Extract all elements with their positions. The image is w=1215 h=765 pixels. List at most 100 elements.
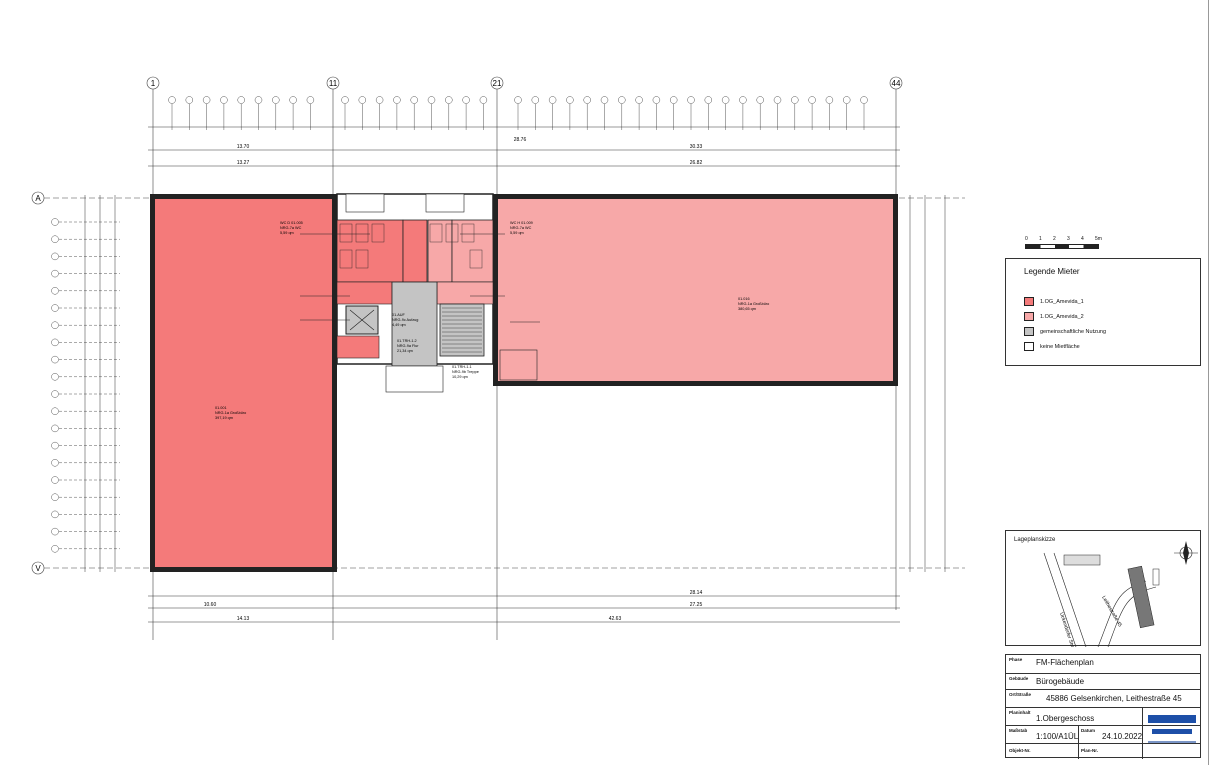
dim-bottom-total-a: 14.13 bbox=[237, 616, 250, 622]
scale-tick-3: 3 bbox=[1067, 236, 1070, 242]
tb-phase-val: FM-Flächenplan bbox=[1036, 658, 1094, 667]
site-sketch-title: Lageplanskizze bbox=[1014, 537, 1056, 543]
room-stair-id: 01.TRH-1.1 bbox=[452, 365, 472, 369]
tb-row-object: Objekt-Nr. Plan-Nr. bbox=[1006, 743, 1200, 760]
floor-plan: 1 11 21 44 A V 13.70 30.33 13.27 26.82 2… bbox=[31, 76, 965, 640]
tb-row-location: Ort/Straße 45886 Gelsenkirchen, Leithest… bbox=[1006, 689, 1200, 708]
tb-building-key: Gebäude bbox=[1009, 676, 1029, 681]
company-logo bbox=[1146, 711, 1198, 755]
dim-top-1a: 13.70 bbox=[237, 144, 250, 150]
dim-top-2b: 26.82 bbox=[690, 160, 703, 166]
room-right-area: 380,65 qm bbox=[738, 307, 756, 311]
room-corr-area: 21,34 qm bbox=[397, 349, 413, 353]
tb-row-phase: Phase FM-Flächenplan bbox=[1006, 655, 1200, 669]
legend-label: gemeinschaftliche Nutzung bbox=[1040, 328, 1107, 335]
scale-tick-2: 2 bbox=[1053, 236, 1056, 242]
stair-steps bbox=[442, 307, 482, 353]
dim-bottom-1j: 28.14 bbox=[690, 590, 703, 596]
tb-floor-val: 1.Obergeschoss bbox=[1036, 714, 1095, 723]
tb-row-scale: Maßstab 1:100/A1ÜL Datum 24.10.2022 bbox=[1006, 725, 1200, 744]
north-arrow-icon bbox=[1174, 541, 1198, 565]
dimension-lines-top bbox=[148, 126, 900, 167]
room-wc-a-use: NRG-7a WC bbox=[280, 226, 302, 230]
room-stair-area: 10,29 qm bbox=[452, 375, 468, 379]
room-left-id: 01.001 bbox=[215, 406, 227, 410]
legend-swatch bbox=[1024, 327, 1034, 336]
legend-label: keine Mietfläche bbox=[1040, 343, 1080, 350]
legend-item-common: gemeinschaftliche Nutzung bbox=[1024, 327, 1106, 336]
legend-swatch bbox=[1024, 297, 1034, 306]
dimension-lines-bottom bbox=[148, 595, 900, 623]
room-left-area: 397,19 qm bbox=[215, 416, 233, 420]
room-lift-area: 4,49 qm bbox=[392, 323, 406, 327]
legend-item-tenant1: 1.OG_Amevida_1 bbox=[1024, 297, 1084, 306]
scale-tick-5: 5m bbox=[1095, 236, 1102, 242]
legend-swatch bbox=[1024, 342, 1034, 351]
tb-row-building: Gebäude Bürogebäude bbox=[1006, 673, 1200, 690]
legend-swatch bbox=[1024, 312, 1034, 321]
legend-label: 1.OG_Amevida_2 bbox=[1040, 313, 1084, 320]
room-stairs bbox=[439, 303, 485, 357]
room-stair-use: NRG-9b Treppe bbox=[452, 370, 479, 374]
legend-item-none: keine Mietfläche bbox=[1024, 342, 1080, 351]
tb-scale-val: 1:100/A1ÜL bbox=[1036, 732, 1079, 741]
tb-phase-key: Phase bbox=[1009, 657, 1023, 662]
legend-title: Legende Mieter bbox=[1024, 267, 1080, 276]
tb-floor-key: Planinhalt bbox=[1009, 710, 1031, 715]
dim-top-total: 28.76 bbox=[514, 137, 527, 143]
room-right-use: NRG-1a Großbüro bbox=[738, 302, 769, 306]
room-corr-use: NRG-9a Flur bbox=[397, 344, 419, 348]
tb-building-val: Bürogebäude bbox=[1036, 677, 1085, 686]
grid-subaxes-left bbox=[51, 218, 120, 553]
grid-subaxes bbox=[168, 96, 868, 130]
room-wc-b-area: 5,59 qm bbox=[510, 231, 524, 235]
dimension-lines-left bbox=[84, 195, 116, 572]
room-wc-b-use: NRG-7a WC bbox=[510, 226, 532, 230]
core-rooms bbox=[336, 193, 538, 393]
dim-top-2a: 13.27 bbox=[237, 160, 250, 166]
dim-top-1b: 30.33 bbox=[690, 144, 703, 150]
dim-bottom-2i: 27.25 bbox=[690, 602, 703, 608]
tb-location-val: 45886 Gelsenkirchen, Leithestraße 45 bbox=[1046, 694, 1182, 703]
room-lift-use: NRG-9c Aufzug bbox=[392, 318, 418, 322]
legend-label: 1.OG_Amevida_1 bbox=[1040, 298, 1084, 305]
dimension-lines-right bbox=[909, 195, 946, 572]
grid-label-44: 44 bbox=[892, 79, 901, 88]
street-leithe: Leithestraße 45 bbox=[1100, 595, 1123, 628]
tb-location-key: Ort/Straße bbox=[1009, 692, 1032, 697]
legend-panel: Legende Mieter 1.OG_Amevida_1 1.OG_Amevi… bbox=[1005, 258, 1201, 366]
room-corr-id: 01.TRH-1.2 bbox=[397, 339, 417, 343]
scale-tick-1: 1 bbox=[1039, 236, 1042, 242]
sheet-border bbox=[1208, 0, 1209, 765]
title-block: Phase FM-Flächenplan Gebäude Bürogebäude… bbox=[1005, 654, 1201, 760]
room-right-id: 01.016 bbox=[738, 297, 750, 301]
site-sketch-panel: Lageplanskizze Uckendorfer Straße Leithe… bbox=[1005, 530, 1201, 647]
building-walls bbox=[150, 193, 898, 572]
grid-label-v: V bbox=[35, 564, 41, 573]
street-uckendorfer: Uckendorfer Straße bbox=[1058, 612, 1077, 647]
legend-item-tenant2: 1.OG_Amevida_2 bbox=[1024, 312, 1084, 321]
grid-label-a: A bbox=[35, 194, 41, 203]
tb-date-val: 24.10.2022 bbox=[1102, 732, 1143, 741]
tb-date-key: Datum bbox=[1081, 728, 1096, 733]
grid-label-11: 11 bbox=[329, 79, 338, 88]
grid-label-21: 21 bbox=[493, 79, 502, 88]
room-wc-b-id: WC H 01.009 bbox=[510, 221, 533, 225]
grid-label-1: 1 bbox=[151, 79, 156, 88]
room-wc-a-id: WC D 01.005 bbox=[280, 221, 303, 225]
tb-scale-key: Maßstab bbox=[1009, 728, 1028, 733]
scale-tick-0: 0 bbox=[1025, 236, 1028, 242]
room-common-corridor bbox=[391, 281, 438, 367]
tb-plan-key: Plan-Nr. bbox=[1081, 748, 1099, 753]
scale-bar: 0 1 2 3 4 5m bbox=[1025, 236, 1105, 256]
scale-tick-4: 4 bbox=[1081, 236, 1084, 242]
tb-object-key: Objekt-Nr. bbox=[1009, 748, 1031, 753]
room-right-grossbuero bbox=[498, 199, 893, 381]
wc-cubicles bbox=[339, 223, 483, 269]
dim-bottom-total-b: 42.63 bbox=[609, 616, 622, 622]
dim-bottom-2b: 10.60 bbox=[204, 602, 217, 608]
room-wc-a-area: 5,59 qm bbox=[280, 231, 294, 235]
room-left-use: NRG-1a Großbüro bbox=[215, 411, 246, 415]
room-left-grossbuero bbox=[155, 199, 332, 567]
label-leaders bbox=[300, 233, 540, 323]
